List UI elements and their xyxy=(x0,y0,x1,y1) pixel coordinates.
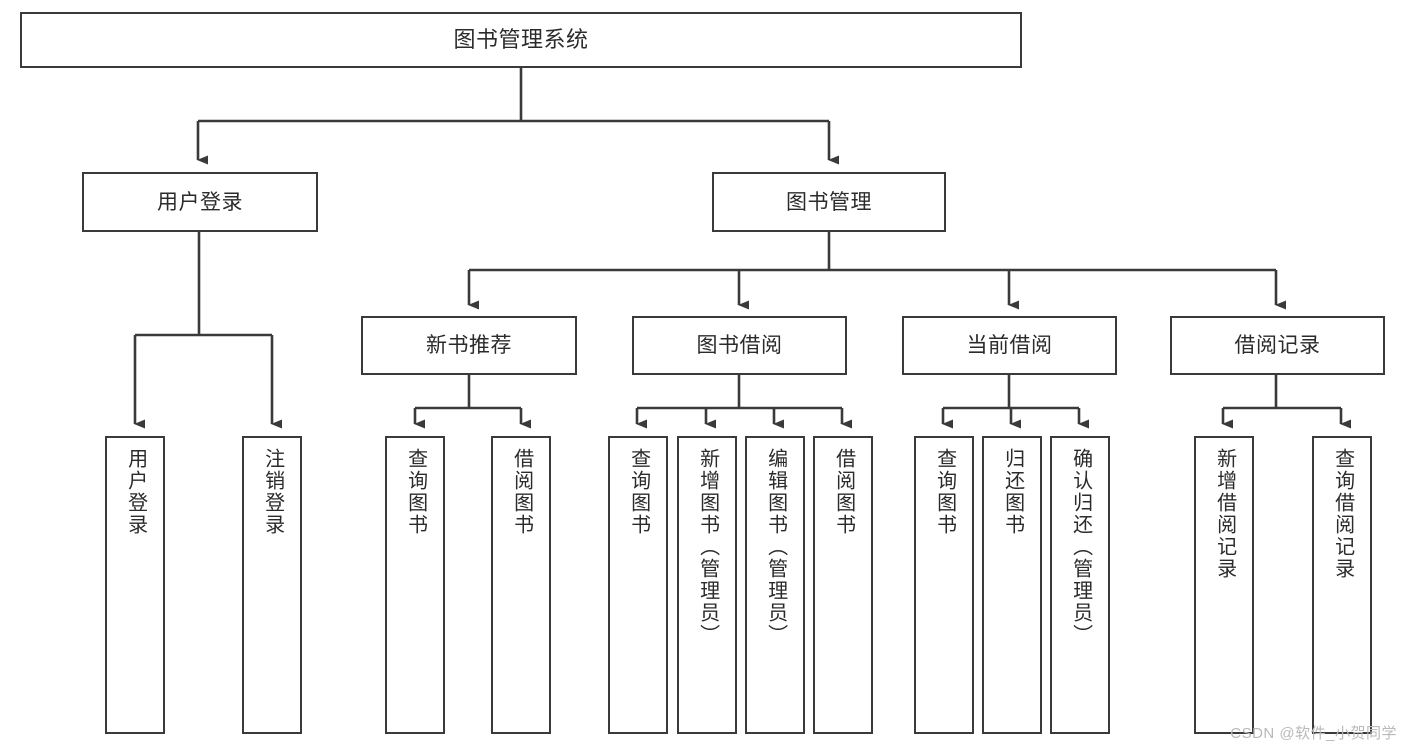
node-user-login-label: 用户登录 xyxy=(157,190,243,214)
leaf-book-borrow-4[interactable]: 借阅图书 xyxy=(813,436,873,734)
node-root-system[interactable]: 图书管理系统 xyxy=(20,12,1022,68)
leaf-new-book-1[interactable]: 查询图书 xyxy=(385,436,445,734)
leaf-borrow-record-2-label: 查询借阅记录 xyxy=(1331,448,1354,580)
leaf-book-borrow-1[interactable]: 查询图书 xyxy=(608,436,668,734)
leaf-user-login-1[interactable]: 用户登录 xyxy=(105,436,165,734)
node-borrow-record-label: 借阅记录 xyxy=(1234,334,1321,357)
node-new-book-recommend-label: 新书推荐 xyxy=(426,334,512,357)
leaf-new-book-2[interactable]: 借阅图书 xyxy=(491,436,551,734)
leaf-book-borrow-2[interactable]: 新增图书（管理员） xyxy=(677,436,737,734)
leaf-user-login-2-label: 注销登录 xyxy=(261,448,284,536)
leaf-current-borrow-1[interactable]: 查询图书 xyxy=(914,436,974,734)
leaf-borrow-record-1[interactable]: 新增借阅记录 xyxy=(1194,436,1254,734)
node-user-login[interactable]: 用户登录 xyxy=(82,172,318,232)
leaf-current-borrow-1-label: 查询图书 xyxy=(933,448,956,536)
leaf-user-login-2[interactable]: 注销登录 xyxy=(242,436,302,734)
leaf-user-login-1-label: 用户登录 xyxy=(124,448,147,536)
node-current-borrow-label: 当前借阅 xyxy=(966,334,1053,357)
node-root-label: 图书管理系统 xyxy=(453,27,589,52)
csdn-watermark: CSDN @软件_小贺同学 xyxy=(1230,725,1397,742)
leaf-current-borrow-2-label: 归还图书 xyxy=(1001,448,1024,536)
node-borrow-record[interactable]: 借阅记录 xyxy=(1170,316,1385,375)
node-current-borrow[interactable]: 当前借阅 xyxy=(902,316,1117,375)
leaf-book-borrow-3[interactable]: 编辑图书（管理员） xyxy=(745,436,805,734)
node-new-book-recommend[interactable]: 新书推荐 xyxy=(361,316,577,375)
node-book-borrow[interactable]: 图书借阅 xyxy=(632,316,847,375)
leaf-book-borrow-4-label: 借阅图书 xyxy=(832,448,855,536)
node-book-borrow-label: 图书借阅 xyxy=(696,334,783,357)
node-book-manage-label: 图书管理 xyxy=(786,190,872,214)
leaf-current-borrow-3[interactable]: 确认归还（管理员） xyxy=(1050,436,1110,734)
leaf-book-borrow-2-label: 新增图书（管理员） xyxy=(696,448,719,646)
leaf-new-book-2-label: 借阅图书 xyxy=(510,448,533,536)
leaf-borrow-record-2[interactable]: 查询借阅记录 xyxy=(1312,436,1372,734)
leaf-new-book-1-label: 查询图书 xyxy=(404,448,427,536)
leaf-current-borrow-2[interactable]: 归还图书 xyxy=(982,436,1042,734)
leaf-book-borrow-3-label: 编辑图书（管理员） xyxy=(764,448,787,646)
node-book-manage[interactable]: 图书管理 xyxy=(712,172,946,232)
leaf-current-borrow-3-label: 确认归还（管理员） xyxy=(1069,448,1092,646)
leaf-book-borrow-1-label: 查询图书 xyxy=(627,448,650,536)
leaf-borrow-record-1-label: 新增借阅记录 xyxy=(1213,448,1236,580)
